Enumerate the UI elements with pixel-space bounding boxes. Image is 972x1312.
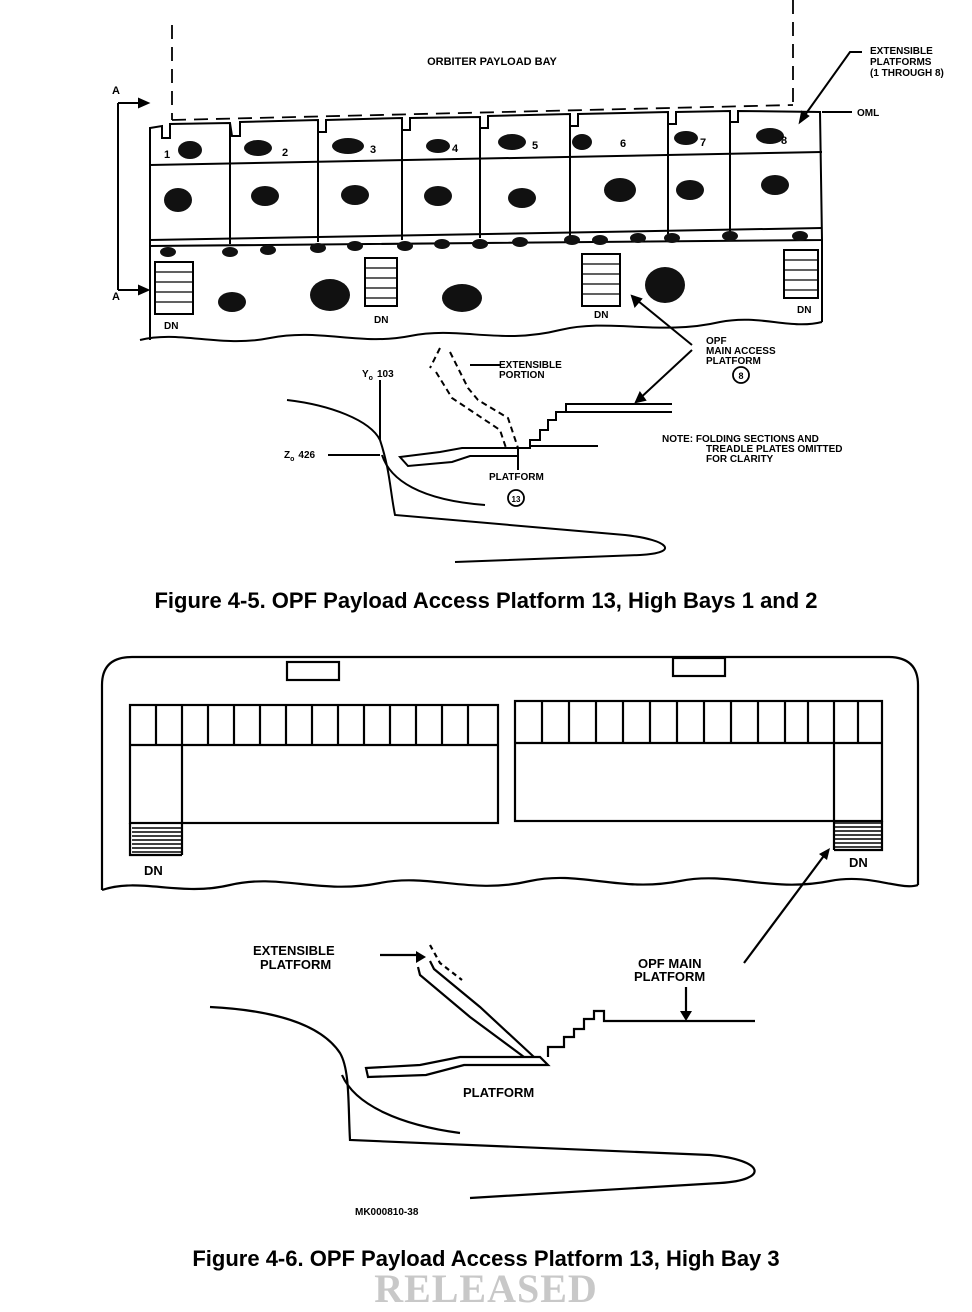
- main-access-stairs: [518, 403, 672, 449]
- callout-circle-8: [732, 366, 750, 384]
- figure-4-5-caption: Figure 4-5. OPF Payload Access Platform …: [154, 588, 818, 613]
- dn-label-1: DN: [164, 321, 178, 332]
- section-a-line: [117, 102, 148, 291]
- dn-label-2: DN: [374, 315, 388, 326]
- released-stamp: RELEASED: [374, 1266, 598, 1311]
- vent-right: [671, 656, 727, 678]
- opf-main-access-number: 8: [738, 371, 743, 381]
- extensible-platforms-deck: [149, 109, 824, 248]
- left-stair-column: [128, 823, 182, 857]
- stair-treads: [155, 259, 818, 303]
- orbiter-hull-profile: [286, 399, 666, 563]
- platform-number-5: 5: [532, 140, 538, 152]
- main-access-floor-line: [530, 411, 672, 447]
- dn-label-3: DN: [594, 310, 608, 321]
- vent-left: [285, 660, 341, 682]
- platform-number-8: 8: [781, 135, 787, 147]
- dn-label-left: DN: [144, 863, 163, 878]
- floor-broken-edge: [139, 318, 823, 343]
- platform-number-1: 1: [164, 149, 170, 161]
- opf-main-platform-label-2: PLATFORM: [634, 969, 705, 984]
- right-platform-bay: [513, 699, 884, 823]
- oml-label: OML: [857, 108, 879, 119]
- extensible-portion-label-2: PORTION: [499, 370, 545, 381]
- note-line-3: FOR CLARITY: [706, 454, 774, 465]
- platform-label-b: PLATFORM: [463, 1085, 534, 1100]
- figure-4-6-arrowheads: [416, 848, 830, 1021]
- opf-main-access-label-2: MAIN ACCESS: [706, 346, 776, 357]
- stair-3: [581, 253, 621, 307]
- high-bay-broken-edge: [101, 876, 919, 892]
- extensible-platforms-label-2: PLATFORMS: [870, 57, 932, 68]
- platform-number-3: 3: [370, 144, 376, 156]
- platform-number-13: 13: [512, 495, 521, 504]
- platform-13-deck: [397, 447, 519, 468]
- platform-number-7: 7: [700, 137, 706, 149]
- main-access-floor: [149, 240, 823, 340]
- stair-4: [783, 249, 819, 299]
- extensible-portion-label-1: EXTENSIBLE: [499, 360, 562, 371]
- right-stair-column: [834, 821, 884, 852]
- platform-label: PLATFORM: [489, 472, 544, 483]
- payload-bay-outline: [171, 0, 794, 121]
- section-a-bottom: A: [112, 291, 120, 303]
- note-line-2: TREADLE PLATES OMITTED: [706, 444, 842, 455]
- extensible-platform-dashed: [429, 944, 463, 981]
- extensible-platform-label-2: PLATFORM: [260, 957, 331, 972]
- platform-number-6: 6: [620, 138, 626, 150]
- figure-4-5-diagram: ORBITER PAYLOAD BAY EXTENSIBLE PLATFORMS…: [112, 0, 944, 563]
- callout-circle-13: [507, 489, 525, 507]
- opf-main-access-label-1: OPF: [706, 336, 727, 347]
- high-bay-outline: [100, 655, 920, 890]
- deck-seam-upper: [149, 151, 823, 166]
- deck-seam-lower: [149, 227, 823, 241]
- opf-main-access-leader-1: [631, 295, 693, 346]
- payload-bay-label: ORBITER PAYLOAD BAY: [427, 56, 557, 68]
- right-platform-grid: [515, 701, 882, 850]
- extensible-platforms-label-3: (1 THROUGH 8): [870, 68, 944, 79]
- extensible-portion-dashed: [429, 347, 519, 449]
- main-platform-stairs: [546, 1009, 755, 1057]
- extensible-platforms-label-1: EXTENSIBLE: [870, 46, 933, 57]
- section-a-top: A: [112, 85, 120, 97]
- dn-label-4: DN: [797, 305, 811, 316]
- leader-arrowheads: [630, 110, 810, 404]
- note-line-1: NOTE: FOLDING SECTIONS AND: [662, 434, 819, 445]
- extensible-platforms-leader: [799, 51, 862, 123]
- section-a-arrows: [138, 97, 151, 296]
- extensible-platform-label-1: EXTENSIBLE: [253, 943, 335, 958]
- component-hatching: [160, 128, 808, 312]
- platform-13-deck-b: [364, 1055, 551, 1079]
- right-stair-treads: [835, 822, 881, 848]
- platform-number-2: 2: [282, 147, 288, 159]
- opf-main-access-label-3: PLATFORM: [706, 356, 761, 367]
- platform-number-4: 4: [452, 143, 459, 155]
- left-platform-bay: [128, 703, 500, 825]
- figure-4-6-diagram: DN DN EXTENSIBLE PLATFORM OPF MAIN PLATF…: [100, 655, 920, 1218]
- extensible-platform-arm: [416, 960, 535, 1058]
- payload-door-curve: [381, 454, 486, 506]
- orbiter-hull-profile-b: [209, 1005, 756, 1200]
- deck-dividers: [229, 112, 731, 244]
- opf-main-platform-label-1: OPF MAIN: [638, 956, 702, 971]
- stair-1: [154, 261, 194, 315]
- left-stair-treads: [132, 827, 181, 853]
- opf-main-platform-leader: [743, 852, 827, 964]
- payload-door-curve-b: [340, 1074, 461, 1135]
- figure-4-6-caption: Figure 4-6. OPF Payload Access Platform …: [192, 1246, 780, 1271]
- left-platform-grid: [130, 705, 498, 855]
- opf-main-access-leader-2: [635, 349, 693, 403]
- stair-2: [364, 257, 398, 307]
- dn-label-right: DN: [849, 855, 868, 870]
- drawing-id: MK000810-38: [355, 1207, 419, 1218]
